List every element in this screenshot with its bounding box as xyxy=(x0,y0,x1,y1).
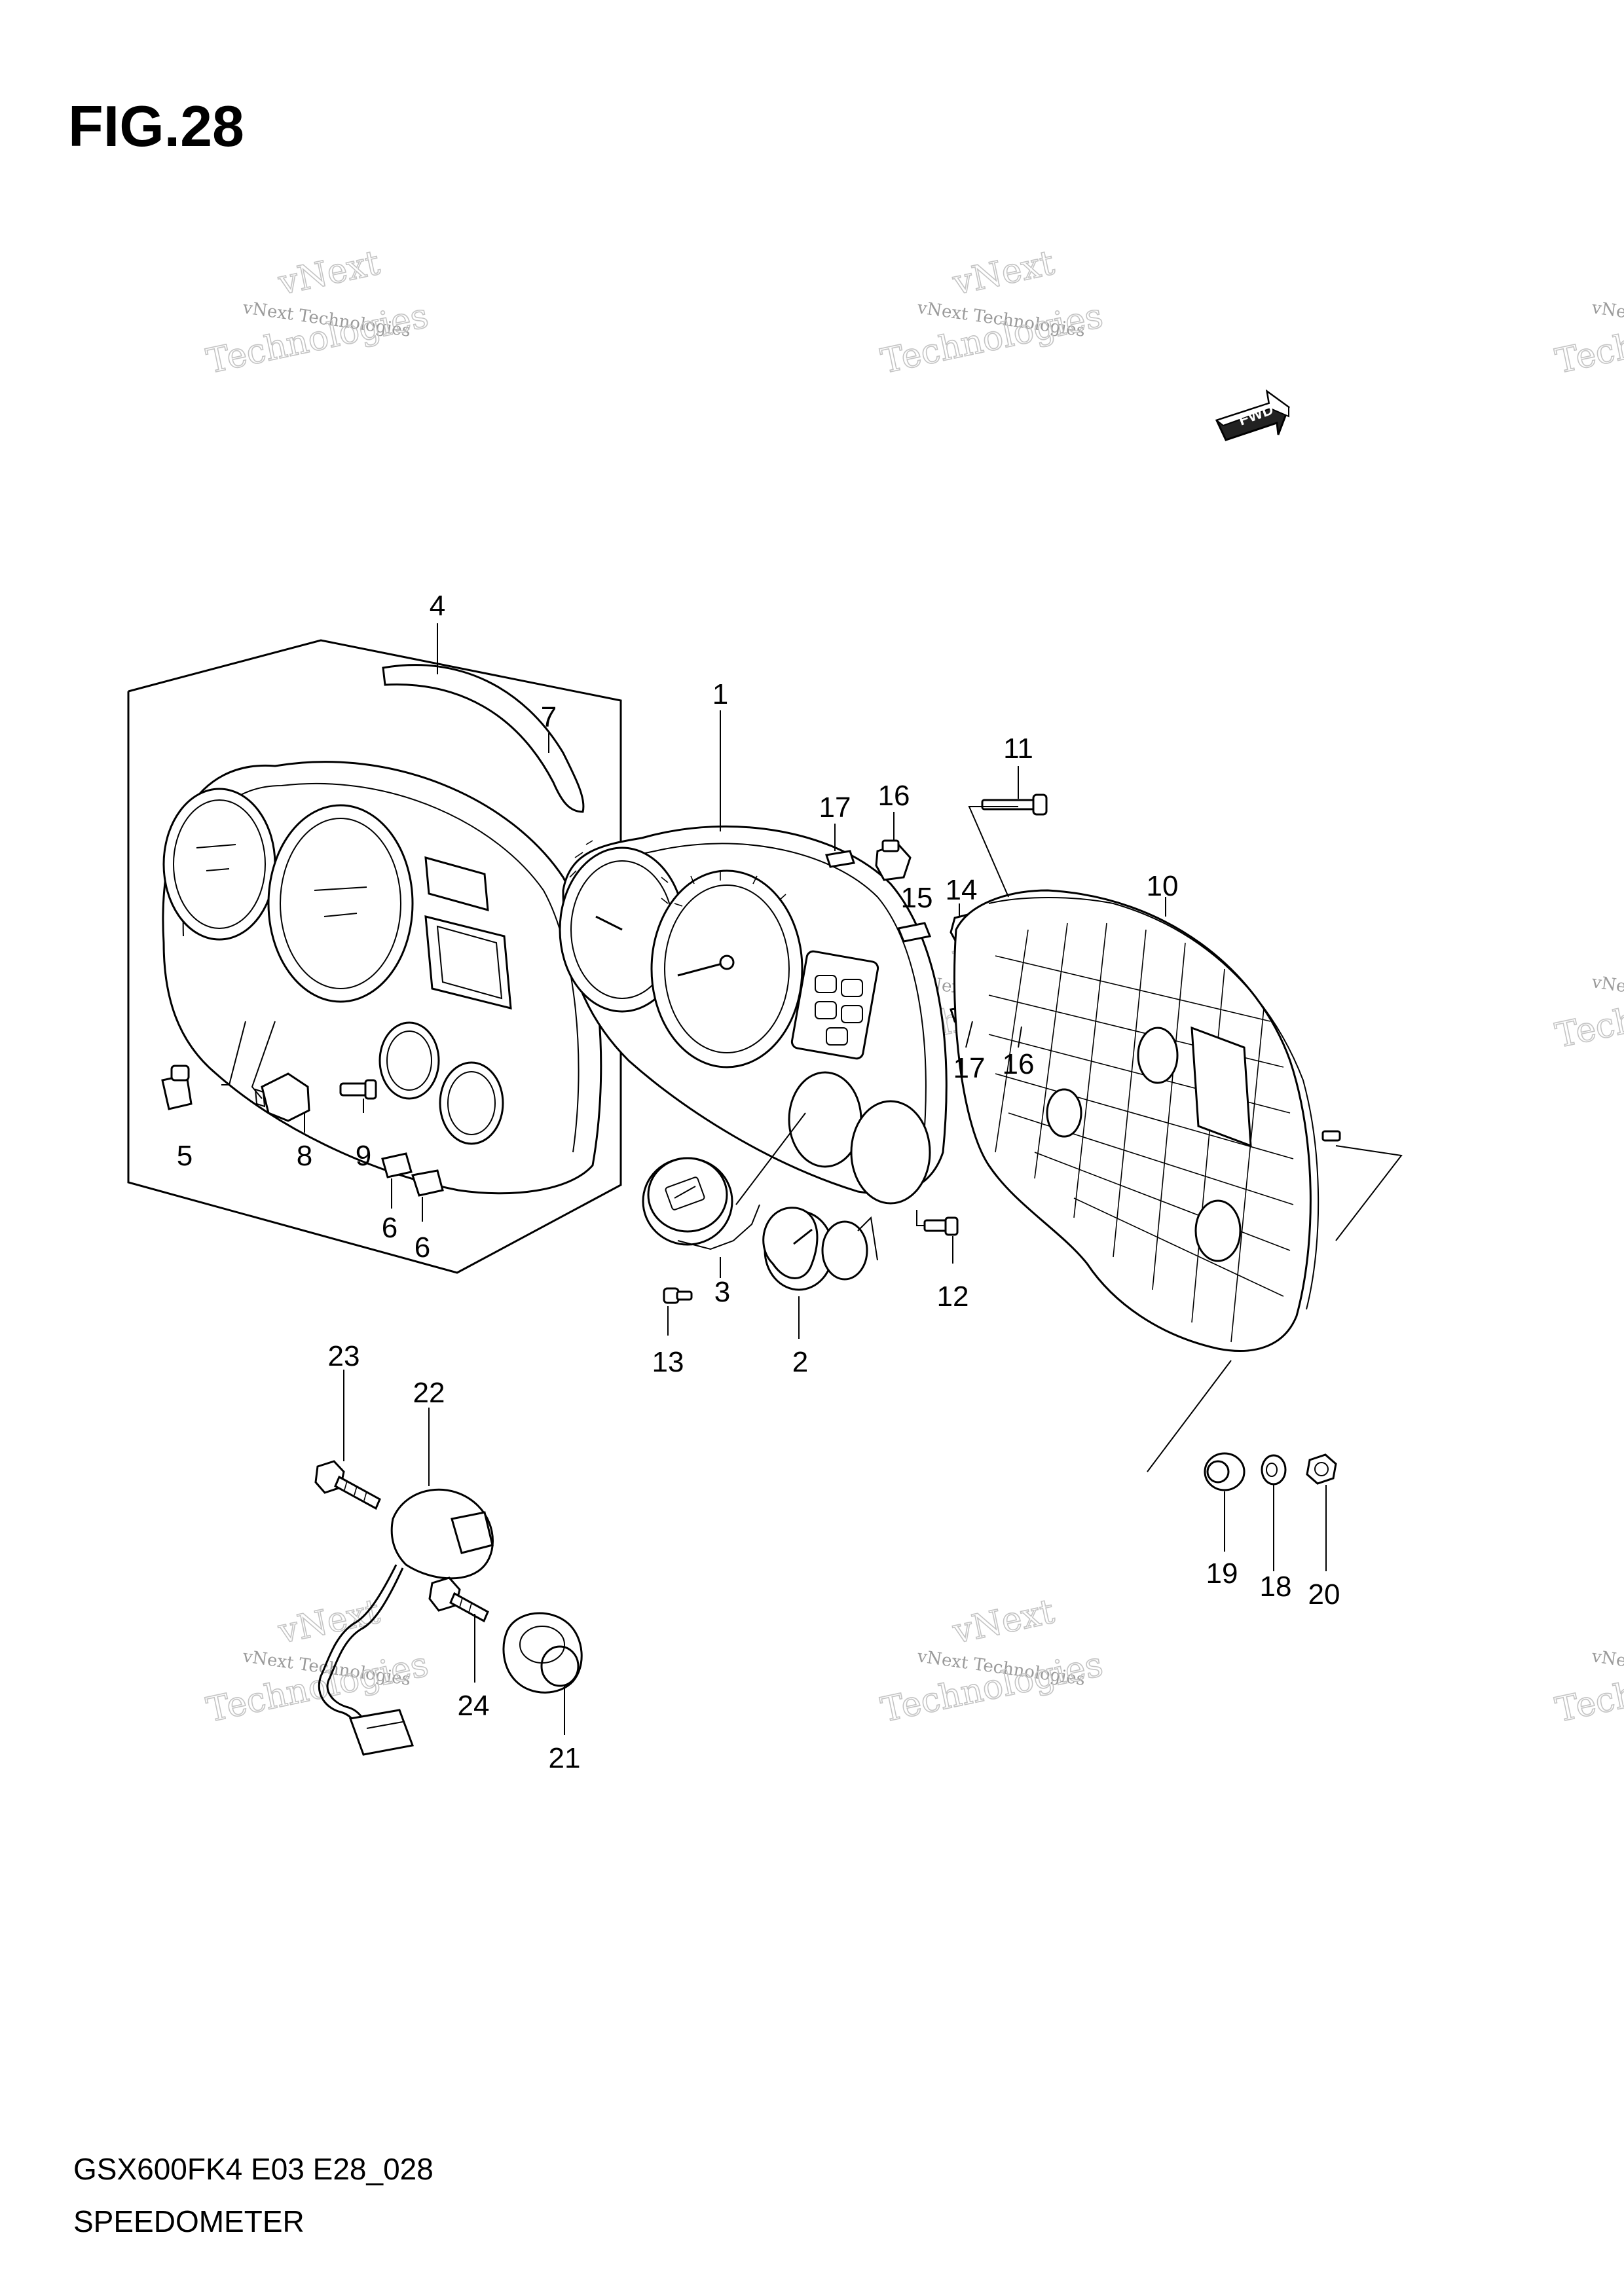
fuel-gauge-window xyxy=(378,1021,440,1100)
callout-22: 22 xyxy=(413,1377,445,1409)
bulb-socket-8 xyxy=(254,1072,310,1122)
callout-14: 14 xyxy=(946,874,978,906)
lens-strip xyxy=(382,664,585,813)
bulb-17-top xyxy=(825,850,855,868)
callout-18: 18 xyxy=(1260,1571,1292,1603)
callout-24: 24 xyxy=(458,1690,490,1722)
watermark-top-left: vNext Technologies vNext Technologies xyxy=(202,243,432,382)
model-code: GSX600FK4 E03 E28_028 xyxy=(73,2152,434,2186)
callout-12: 12 xyxy=(937,1281,969,1313)
callout-15: 15 xyxy=(901,882,933,914)
screw-12 xyxy=(916,1210,959,1236)
fuel-gauge-module-3 xyxy=(642,1157,733,1246)
lcd-window xyxy=(424,915,512,1010)
indicator-lamp-cluster xyxy=(790,950,879,1060)
washer-18 xyxy=(1261,1454,1287,1485)
socket-16-top xyxy=(875,839,912,881)
assembly-name: SPEEDOMETER xyxy=(73,2204,304,2238)
tachometer-window xyxy=(162,788,276,941)
leader-lines xyxy=(221,623,1403,1735)
watermark-big-text: vNext xyxy=(274,244,383,303)
callout-2: 2 xyxy=(792,1346,808,1378)
callout-10: 10 xyxy=(1147,870,1179,902)
callout-17-lower: 17 xyxy=(953,1052,986,1084)
front-cover-group-box xyxy=(127,639,622,1274)
callout-7: 7 xyxy=(541,701,557,733)
callout-16-lower: 16 xyxy=(1003,1048,1035,1080)
nut-20 xyxy=(1306,1453,1337,1485)
clip-6b xyxy=(411,1169,444,1197)
sensor-connector xyxy=(348,1709,415,1756)
callout-9: 9 xyxy=(356,1140,371,1172)
callout-17-top: 17 xyxy=(819,792,851,824)
watermark-bottom-center: vNext Technologies vNext Technologies xyxy=(877,1592,1107,1731)
callout-19: 19 xyxy=(1206,1558,1238,1590)
watermark-big-text: vNext xyxy=(949,1592,1058,1652)
figure-title: FIG.28 xyxy=(68,94,244,158)
bolt-23 xyxy=(314,1460,381,1510)
temp-gauge-module-2 xyxy=(762,1207,868,1291)
clip-6a xyxy=(381,1152,413,1178)
callout-3: 3 xyxy=(714,1276,730,1308)
screw-13 xyxy=(663,1287,693,1304)
callout-8: 8 xyxy=(297,1140,312,1172)
callout-13: 13 xyxy=(652,1346,684,1378)
callout-6b: 6 xyxy=(415,1231,430,1264)
callout-23: 23 xyxy=(328,1340,360,1372)
watermark-big-text: vNext xyxy=(274,1592,383,1652)
callout-5: 5 xyxy=(177,1140,193,1172)
callout-11: 11 xyxy=(1003,733,1033,765)
indicator-bulb-5 xyxy=(161,1065,193,1110)
watermark-right-edge: vNext Technologies Technologies vNext Te… xyxy=(1551,296,1624,1731)
callout-4: 4 xyxy=(430,590,445,622)
grommet-19 xyxy=(1204,1452,1246,1491)
callout-1: 1 xyxy=(712,678,728,710)
meter-rear-case xyxy=(953,889,1341,1352)
temp-gauge-dial xyxy=(850,1100,931,1205)
speedometer-window xyxy=(267,804,414,1003)
forward-direction-arrow-icon: FWD xyxy=(1215,389,1290,441)
callout-labels: 4 7 1 11 17 16 10 15 14 17 16 5 8 9 6 6 … xyxy=(177,590,1340,1774)
callout-21: 21 xyxy=(549,1742,581,1774)
callout-6a: 6 xyxy=(382,1212,397,1244)
temp-gauge-window xyxy=(439,1061,504,1145)
watermark-top-center: vNext Technologies vNext Technologies xyxy=(877,243,1107,382)
bulb-15 xyxy=(896,922,932,943)
meter-panel-assembly xyxy=(559,825,948,1205)
meter-front-cover xyxy=(162,761,602,1195)
callout-20: 20 xyxy=(1308,1578,1340,1611)
sensor-rotor-21 xyxy=(502,1612,583,1694)
callout-16-top: 16 xyxy=(878,780,910,812)
speed-sensor-22 xyxy=(318,1488,494,1756)
screw-11 xyxy=(981,793,1048,816)
watermark-big-text: vNext xyxy=(949,244,1058,303)
screw-9 xyxy=(339,1079,377,1100)
bolt-24 xyxy=(428,1576,489,1623)
